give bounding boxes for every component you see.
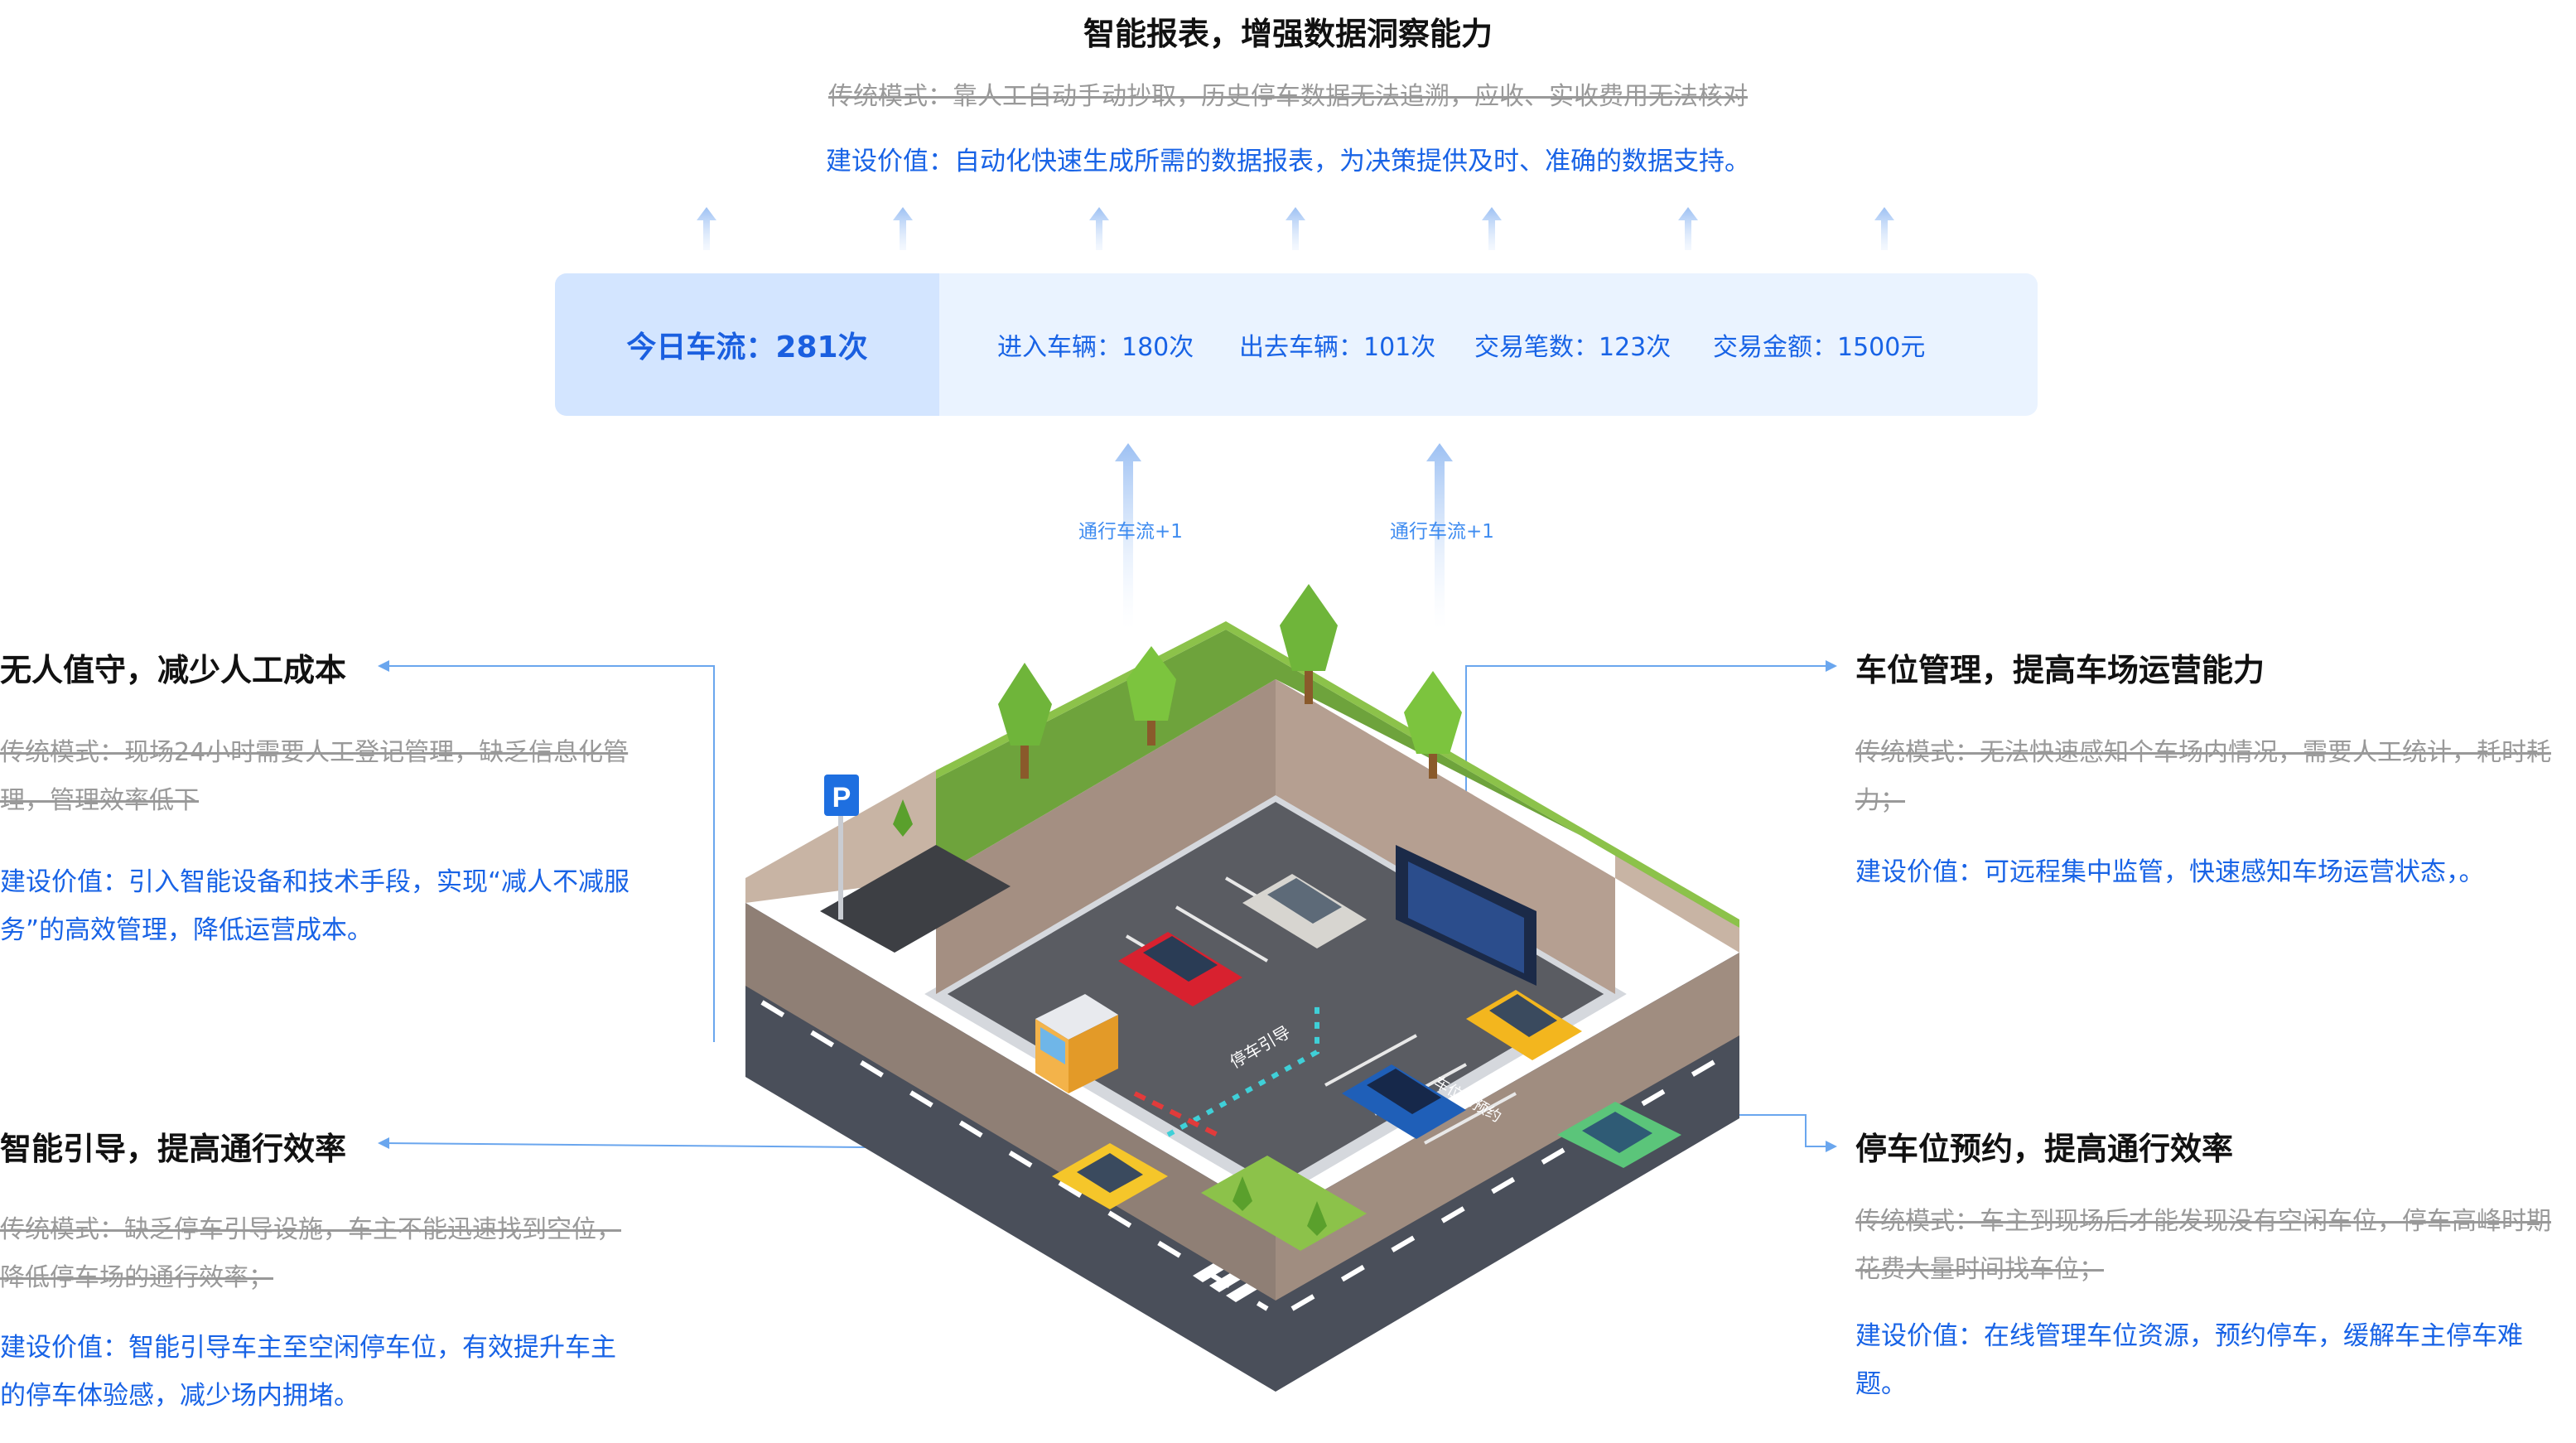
stat-amount: 交易金额：1500元: [1713, 333, 1926, 362]
arrow-up-icon: [1286, 207, 1305, 250]
arrow-left-icon: [378, 660, 389, 672]
flow-arrow-up-icon: [1115, 443, 1141, 630]
traffic-stats-bar: 今日车流：281次 进入车辆：180次 出去车辆：101次 交易笔数：123次 …: [555, 273, 2038, 416]
car-blue: [1342, 1064, 1466, 1139]
guidance-title: 智能引导，提高通行效率: [0, 1131, 347, 1167]
stat-exiting: 出去车辆：101次: [1239, 333, 1436, 362]
report-traditional-text: 传统模式：靠人工自动手动抄取，历史停车数据无法追溯，应收、实收费用无法核对: [828, 82, 1748, 111]
reservation-value-text: 建设价值：在线管理车位资源，预约停车，缓解车主停车难题。: [1855, 1321, 2523, 1399]
entrance-ramp: [820, 845, 1011, 953]
taxi-car: [1052, 1143, 1168, 1209]
tree-icon: [1404, 671, 1462, 779]
arrow-right-icon: [1826, 1141, 1837, 1152]
space-management-value-text: 建设价值：可远程集中监管，快速感知车场运营状态，。: [1855, 857, 2485, 887]
toll-booth: [1035, 994, 1118, 1093]
guide-path: [1166, 1002, 1319, 1137]
arrow-up-icon: [697, 207, 716, 250]
arrow-right-icon: [1826, 660, 1837, 672]
flow-label-2: 通行车流+1: [1390, 521, 1494, 543]
unattended-traditional-text: 传统模式：现场24小时需要人工登记管理，缺乏信息化管理，管理效率低下: [0, 738, 629, 815]
arrow-up-icon: [1678, 207, 1698, 250]
car-red: [1118, 932, 1242, 1006]
unattended-value-text: 建设价值：引入智能设备和技术手段，实现“减人不减服务”的高效管理，降低运营成本。: [0, 867, 630, 945]
arrow-up-icon: [893, 207, 913, 250]
stat-entering: 进入车辆：180次: [997, 333, 1194, 362]
unattended-title: 无人值守，减少人工成本: [0, 652, 347, 688]
tree-icon: [893, 799, 913, 837]
car-yellow-parked: [1466, 990, 1582, 1060]
today-traffic-label: 今日车流：281次: [555, 273, 939, 416]
wall-front-right: [1276, 953, 1739, 1301]
tree-icon: [1280, 584, 1338, 704]
flow-arrows: [1115, 443, 1453, 630]
arrow-up-icon: [1482, 207, 1502, 250]
barrier-gate: [1133, 1091, 1219, 1137]
space-management-title: 车位管理，提高车场运营能力: [1855, 652, 2265, 688]
arrow-up-icon: [1874, 207, 1894, 250]
flow-label-1: 通行车流+1: [1078, 521, 1183, 543]
car-silver: [1242, 874, 1367, 948]
street-base: [745, 944, 1739, 1392]
up-arrows-row: [697, 207, 1894, 250]
parking-sign-icon: P: [824, 775, 859, 919]
reservation-title: 停车位预约，提高通行效率: [1855, 1131, 2234, 1167]
report-value-text: 建设价值：自动化快速生成所需的数据报表，为决策提供及时、准确的数据支持。: [826, 147, 1750, 176]
flow-arrow-up-icon: [1426, 443, 1453, 630]
space-management-traditional-text: 传统模式：无法快速感知个车场内情况，需要人工统计，耗时耗力；: [1855, 738, 2551, 815]
tree-icon: [1126, 646, 1176, 746]
reservation-traditional-text: 传统模式：车主到现场后才能发现没有空闲车位，停车高峰时期花费大量时间找车位；: [1855, 1207, 2551, 1284]
stat-transactions: 交易笔数：123次: [1474, 333, 1672, 362]
guidance-value-text: 建设价值：智能引导车主至空闲停车位，有效提升车主的停车体验感，减少场内拥堵。: [0, 1333, 616, 1411]
arrow-left-icon: [378, 1137, 389, 1149]
car-green: [1557, 1102, 1681, 1168]
svg-text:P: P: [832, 782, 851, 813]
wall-front-left: [745, 903, 1276, 1301]
guidance-traditional-text: 传统模式：缺乏停车引导设施，车主不能迅速找到空位，降低停车场的通行效率；: [0, 1215, 621, 1292]
report-title: 智能报表，增强数据洞察能力: [1083, 16, 1493, 52]
tree-icon: [998, 663, 1052, 779]
wall-back-left: [936, 679, 1276, 994]
arrow-up-icon: [1089, 207, 1109, 250]
